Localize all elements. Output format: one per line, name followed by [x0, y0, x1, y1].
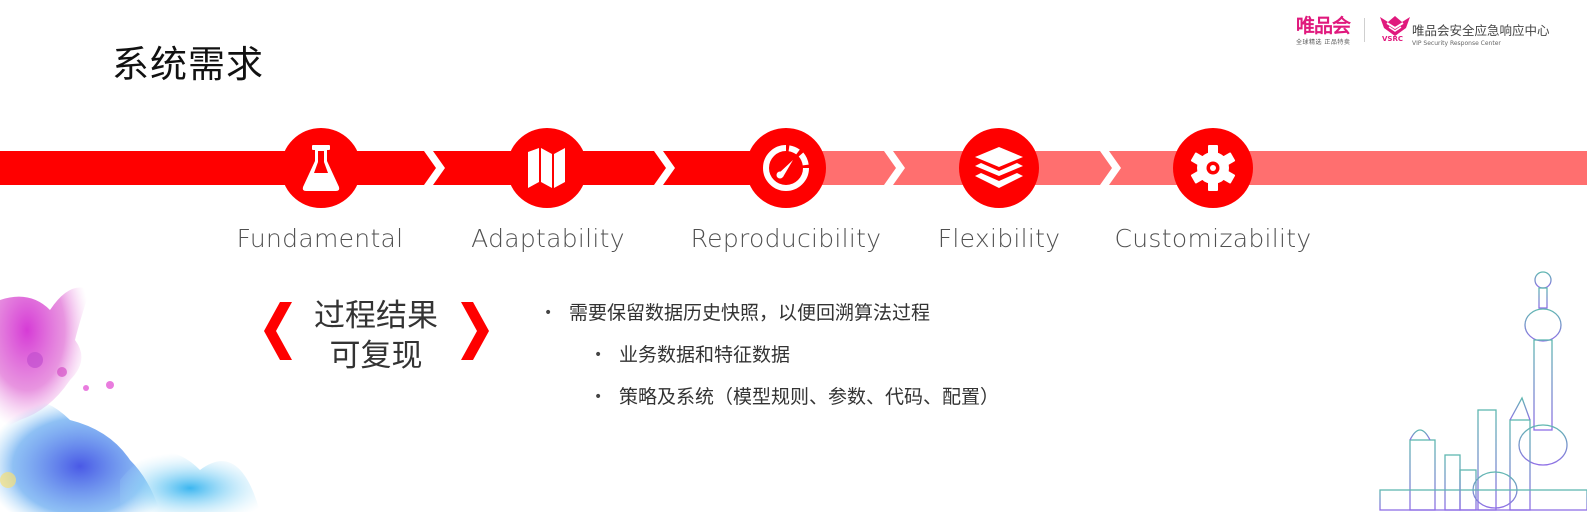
vsrc-logo: VSRC: [1378, 14, 1412, 46]
watercolor-splash-decoration: [0, 287, 260, 512]
bracket-right-icon: [461, 302, 489, 360]
chevron-right-icon: [654, 151, 675, 185]
vip-logo-name: 唯品会: [1296, 15, 1351, 37]
step-label-fundamental: Fundamental: [236, 224, 404, 253]
bracket-left-icon: [264, 302, 292, 360]
bullet-text: 业务数据和特征数据: [619, 344, 791, 366]
flask-icon: [302, 145, 340, 191]
vsrc-badge: VSRC: [1382, 35, 1403, 43]
step-adaptability: [507, 128, 587, 208]
logo-divider: [1364, 18, 1365, 42]
chevron-right-icon: [1100, 151, 1121, 185]
bullet-dot: •: [594, 347, 603, 363]
slide-title: 系统需求: [112, 43, 264, 86]
bullet-text: 需要保留数据历史快照，以便回溯算法过程: [569, 302, 931, 324]
bullet-text: 策略及系统（模型规则、参数、代码、配置）: [619, 386, 1000, 408]
highlight-text: 过程结果 可复现: [300, 296, 452, 376]
highlight-line-1: 过程结果: [314, 298, 438, 334]
bullet-dot: •: [544, 305, 553, 321]
bullet-item: • 策略及系统（模型规则、参数、代码、配置）: [542, 381, 999, 423]
speedometer-icon: [763, 145, 809, 191]
step-reproducibility: [746, 128, 826, 208]
vsrc-name-en: VIP Security Response Center: [1412, 40, 1501, 47]
city-skyline-decoration: [1379, 225, 1587, 511]
chevron-right-icon: [424, 151, 445, 185]
layers-icon: [975, 147, 1023, 188]
bullet-list: • 需要保留数据历史快照，以便回溯算法过程 • 业务数据和特征数据 • 策略及系…: [542, 297, 999, 423]
highlight-line-2: 可复现: [329, 338, 423, 374]
step-customizability: [1173, 128, 1253, 208]
vsrc-shield-icon: [1380, 16, 1410, 36]
vip-logo: 唯品会 全球精选 正品特卖: [1296, 16, 1352, 46]
step-label-adaptability: Adaptability: [471, 224, 625, 253]
vsrc-name-cn: 唯品会安全应急响应中心: [1412, 23, 1550, 38]
step-label-reproducibility: Reproducibility: [690, 224, 882, 253]
bullet-item: • 需要保留数据历史快照，以便回溯算法过程: [542, 297, 999, 339]
vip-logo-tagline: 全球精选 正品特卖: [1296, 39, 1351, 46]
gear-icon: [1190, 145, 1236, 191]
chevron-right-icon: [884, 151, 905, 185]
step-flexibility: [959, 128, 1039, 208]
bullet-dot: •: [594, 389, 603, 405]
step-label-customizability: Customizability: [1114, 224, 1312, 253]
step-fundamental: [281, 128, 361, 208]
map-icon: [528, 148, 565, 188]
step-label-flexibility: Flexibility: [937, 224, 1061, 253]
vsrc-text: 唯品会安全应急响应中心 VIP Security Response Center: [1412, 20, 1550, 47]
bullet-item: • 业务数据和特征数据: [542, 339, 999, 381]
